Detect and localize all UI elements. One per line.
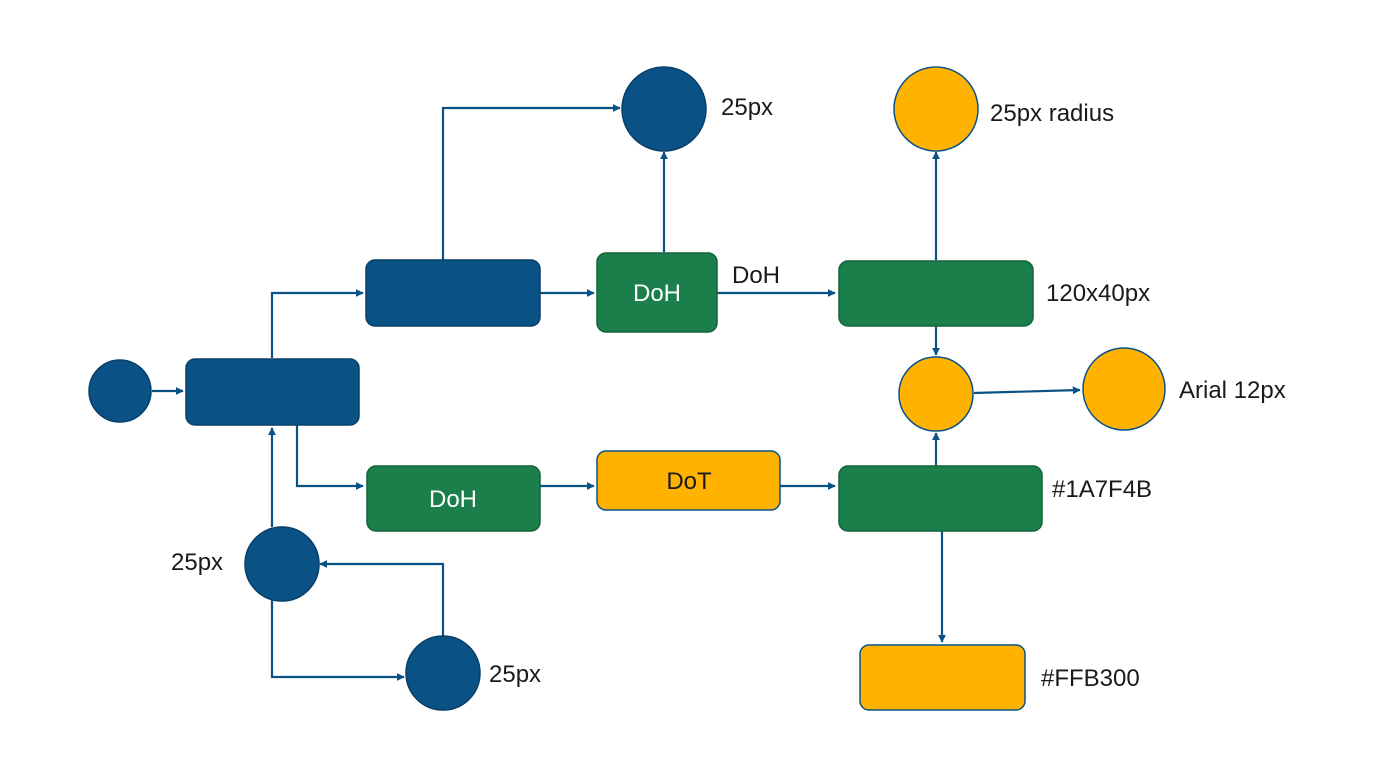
bottom-blue-circle <box>405 635 481 711</box>
left-circle-size-label: 25px <box>171 549 223 576</box>
orange-hex-label: #FFB300 <box>1041 665 1140 692</box>
edge-upper-blue-to-top-circle <box>441 104 621 260</box>
orange-top-circle <box>893 66 979 152</box>
doh-top-box <box>596 252 718 333</box>
edge-hub-to-upper-blue <box>270 289 364 358</box>
edges <box>152 104 1081 681</box>
left-blue-circle <box>244 526 320 602</box>
doh-top-label: DoH <box>633 280 681 307</box>
doh-bottom-node: DoH <box>366 465 541 532</box>
edge-orange-mid-to-orange-right <box>973 386 1081 395</box>
upper-blue-box <box>365 259 541 327</box>
doh-bottom-label: DoH <box>429 486 477 513</box>
dot-node: DoT <box>596 450 781 511</box>
orange-right-circle <box>1082 347 1166 431</box>
font-note-label: Arial 12px <box>1179 377 1286 404</box>
top-circle-size-label: 25px <box>721 94 773 121</box>
doh-top-node: DoH <box>596 252 718 333</box>
dot-label: DoT <box>666 468 712 495</box>
start-circle <box>88 359 152 423</box>
box-size-label: 120x40px <box>1046 280 1150 307</box>
doh-bottom-box <box>366 465 541 532</box>
edge-hub-to-lower-doh <box>295 425 364 490</box>
orange-mid-circle <box>898 356 974 432</box>
edge-left-circle-to-bottom-circle <box>270 600 405 681</box>
green-lower-box <box>838 465 1043 532</box>
dot-box <box>596 450 781 511</box>
top-blue-circle <box>621 66 707 152</box>
edge-bottom-circle-to-left-circle <box>319 560 445 637</box>
orange-bottom-box <box>859 644 1026 711</box>
edge-doh-label: DoH <box>732 262 780 289</box>
bottom-circle-size-label: 25px <box>489 661 541 688</box>
green-hex-label: #1A7F4B <box>1052 476 1152 503</box>
green-right-box <box>838 260 1034 327</box>
hub-box <box>185 358 360 426</box>
orange-circle-radius-label: 25px radius <box>990 100 1114 127</box>
